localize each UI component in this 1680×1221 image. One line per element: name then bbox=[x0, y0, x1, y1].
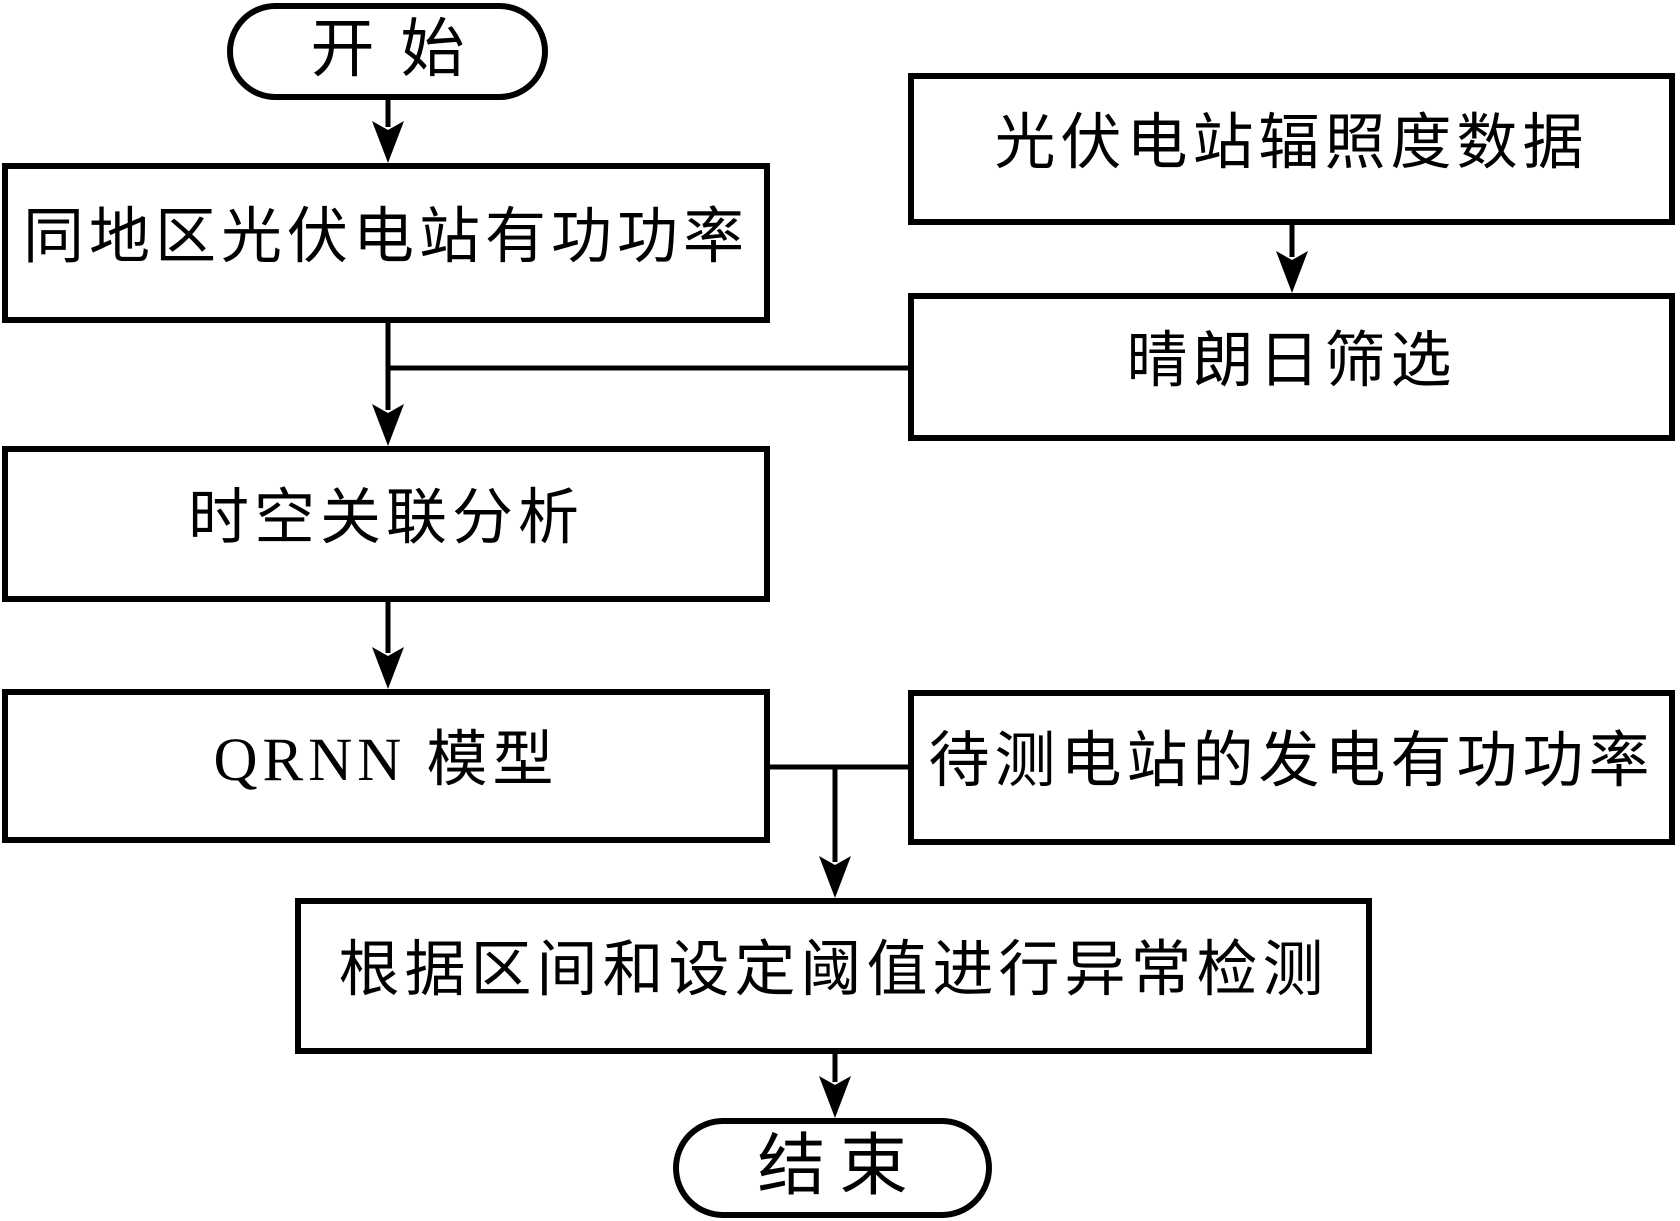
arrowhead-spatiotemporal-to-qrnn bbox=[372, 647, 404, 689]
node-anomaly-detection: 根据区间和设定阈值进行异常检测 bbox=[295, 898, 1372, 1054]
node-station-under-test-power: 待测电站的发电有功功率 bbox=[908, 690, 1675, 845]
node-irradiance-data: 光伏电站辐照度数据 bbox=[908, 73, 1675, 225]
node-start-label: 开始 bbox=[310, 13, 491, 85]
node-clear-day-screening-label: 晴朗日筛选 bbox=[1126, 327, 1457, 395]
node-clear-day-screening: 晴朗日筛选 bbox=[908, 293, 1675, 441]
node-station-under-test-power-label: 待测电站的发电有功功率 bbox=[928, 728, 1655, 795]
node-regional-pv-power: 同地区光伏电站有功功率 bbox=[2, 163, 770, 323]
node-irradiance-data-label: 光伏电站辐照度数据 bbox=[994, 109, 1589, 177]
arrowhead-into-spatiotemporal bbox=[372, 404, 404, 446]
arrowhead-irradiance-to-clear-day bbox=[1276, 251, 1308, 293]
node-regional-pv-power-label: 同地区光伏电站有功功率 bbox=[22, 203, 749, 271]
node-end-label: 结束 bbox=[757, 1128, 922, 1204]
arrowhead-start-to-regional-pv-power bbox=[372, 121, 404, 163]
node-qrnn-model: QRNN 模型 bbox=[2, 689, 770, 843]
node-spatiotemporal-analysis: 时空关联分析 bbox=[2, 446, 770, 602]
node-qrnn-model-label: QRNN 模型 bbox=[213, 726, 559, 794]
arrowhead-anomaly-to-end bbox=[819, 1076, 851, 1118]
node-anomaly-detection-label: 根据区间和设定阈值进行异常检测 bbox=[338, 936, 1329, 1004]
node-start: 开始 bbox=[227, 3, 548, 100]
node-end: 结束 bbox=[673, 1118, 992, 1218]
arrowhead-into-anomaly-detection bbox=[819, 856, 851, 898]
node-spatiotemporal-analysis-label: 时空关联分析 bbox=[187, 484, 584, 552]
